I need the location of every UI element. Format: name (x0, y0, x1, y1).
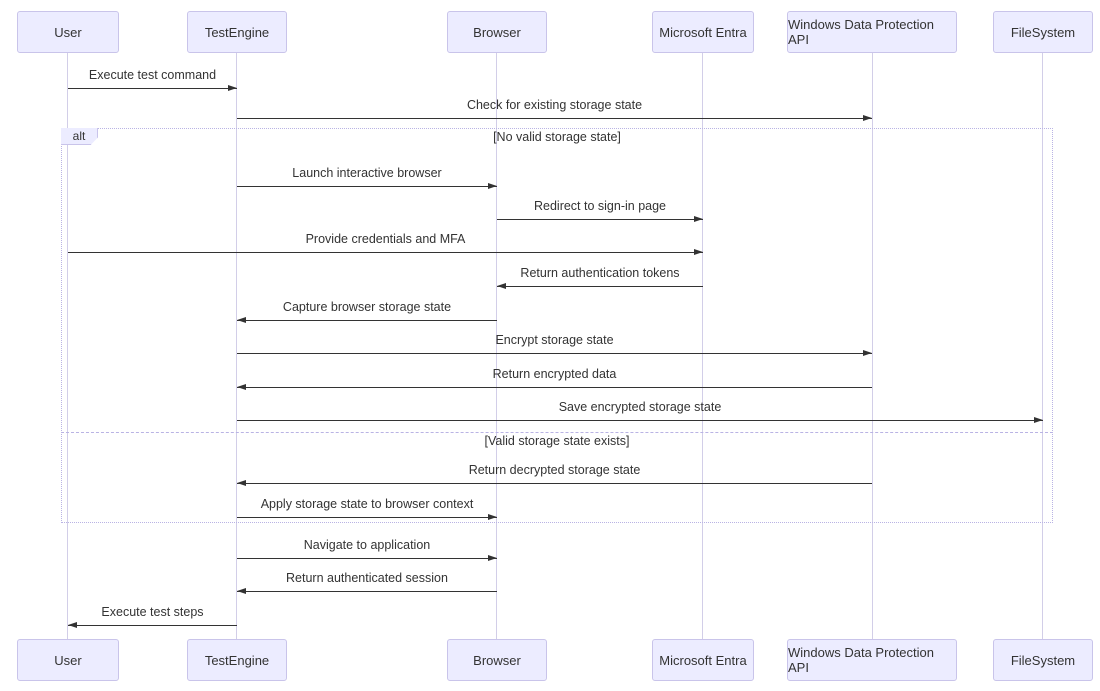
lifeline-filesystem (1042, 53, 1043, 639)
alt-frame (61, 128, 1053, 523)
lifeline-dpapi (872, 53, 873, 639)
message-return-encrypted-data: Return encrypted data (237, 366, 872, 398)
message-launch-interactive-browser: Launch interactive browser (237, 165, 497, 197)
message-navigate-to-application: Navigate to application (237, 537, 497, 569)
message-return-decrypted-storage-state: Return decrypted storage state (237, 462, 872, 494)
message-return-auth-tokens: Return authentication tokens (497, 265, 703, 297)
message-label: Apply storage state to browser context (260, 497, 474, 511)
actor-filesystem-bottom: FileSystem (993, 639, 1093, 681)
alt-condition-1: [No valid storage state] (493, 130, 621, 144)
arrow-right-icon (237, 115, 872, 121)
arrow-right-icon (237, 555, 497, 561)
arrow-left-icon (237, 588, 497, 594)
actor-testengine-bottom: TestEngine (187, 639, 287, 681)
actor-dpapi-top: Windows Data Protection API (787, 11, 957, 53)
actor-browser-top: Browser (447, 11, 547, 53)
actor-user-top: User (17, 11, 119, 53)
arrow-right-icon (68, 85, 237, 91)
message-label: Launch interactive browser (292, 166, 442, 180)
message-save-encrypted-storage-state: Save encrypted storage state (237, 399, 1043, 431)
message-encrypt-storage-state: Encrypt storage state (237, 332, 872, 364)
message-apply-storage-state: Apply storage state to browser context (237, 496, 497, 528)
message-label: Provide credentials and MFA (305, 232, 466, 246)
actor-filesystem-top: FileSystem (993, 11, 1093, 53)
message-label: Execute test command (88, 68, 217, 82)
arrow-left-icon (237, 317, 497, 323)
lifeline-user (67, 53, 68, 639)
lifeline-browser (496, 53, 497, 639)
message-label: Return decrypted storage state (468, 463, 641, 477)
message-label: Return authentication tokens (520, 266, 680, 280)
message-label: Execute test steps (101, 605, 204, 619)
actor-entra-bottom: Microsoft Entra (652, 639, 754, 681)
arrow-right-icon (237, 514, 497, 520)
message-redirect-to-sign-in: Redirect to sign-in page (497, 198, 703, 230)
actor-browser-bottom: Browser (447, 639, 547, 681)
message-label: Save encrypted storage state (558, 400, 722, 414)
alt-divider (61, 432, 1053, 433)
arrow-left-icon (68, 622, 237, 628)
message-label: Return authenticated session (286, 571, 448, 585)
arrow-right-icon (237, 417, 1043, 423)
lifeline-entra (702, 53, 703, 639)
message-capture-browser-storage-state: Capture browser storage state (237, 299, 497, 331)
actor-dpapi-bottom: Windows Data Protection API (787, 639, 957, 681)
message-execute-test-command: Execute test command (68, 67, 237, 99)
message-return-authenticated-session: Return authenticated session (237, 570, 497, 602)
arrow-right-icon (497, 216, 703, 222)
message-check-existing-storage-state: Check for existing storage state (237, 97, 872, 129)
message-label: Navigate to application (303, 538, 431, 552)
arrow-right-icon (68, 249, 703, 255)
actor-entra-top: Microsoft Entra (652, 11, 754, 53)
alt-keyword-label: alt (61, 128, 98, 145)
arrow-left-icon (237, 384, 872, 390)
message-label: Check for existing storage state (466, 98, 643, 112)
message-label: Encrypt storage state (495, 333, 614, 347)
lifeline-testengine (236, 53, 237, 639)
arrow-left-icon (497, 283, 703, 289)
arrow-right-icon (237, 183, 497, 189)
message-provide-credentials-mfa: Provide credentials and MFA (68, 231, 703, 263)
message-execute-test-steps: Execute test steps (68, 604, 237, 636)
message-label: Redirect to sign-in page (533, 199, 667, 213)
actor-user-bottom: User (17, 639, 119, 681)
alt-condition-2: [Valid storage state exists] (484, 434, 630, 448)
actor-testengine-top: TestEngine (187, 11, 287, 53)
arrow-right-icon (237, 350, 872, 356)
message-label: Return encrypted data (492, 367, 617, 381)
message-label: Capture browser storage state (282, 300, 452, 314)
arrow-left-icon (237, 480, 872, 486)
